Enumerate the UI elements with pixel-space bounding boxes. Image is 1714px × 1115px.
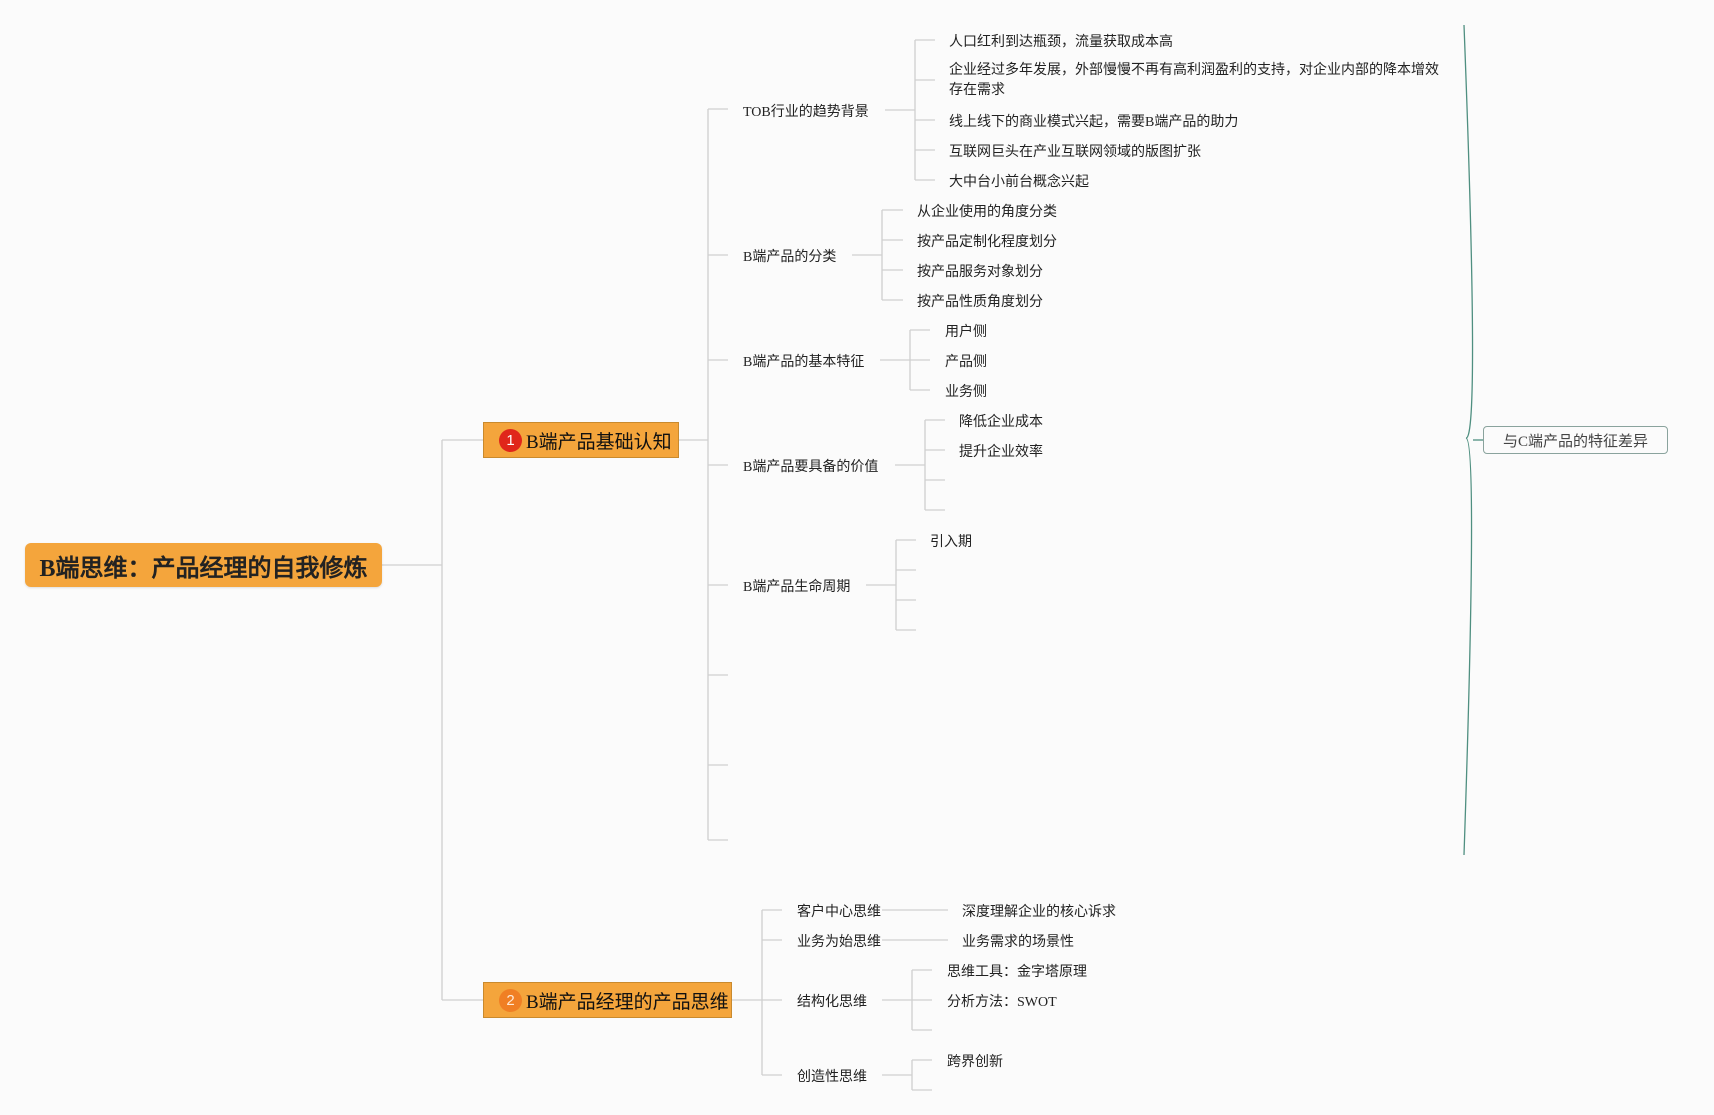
leaf-classify-4[interactable]: 按产品性质角度划分 [917,295,1043,310]
subtopic-value[interactable]: B端产品要具备的价值 [743,460,879,475]
subtopic-features[interactable]: B端产品的基本特征 [743,355,865,370]
leaf-classify-1[interactable]: 从企业使用的角度分类 [917,205,1057,220]
leaf-trend-2[interactable]: 企业经过多年发展，外部慢慢不再有高利润盈利的支持，对企业内部的降本增效存在需求 [949,63,1439,98]
main-topic-thinking-label: B端产品经理的产品思维 [526,991,729,1013]
leaf-features-2[interactable]: 产品侧 [945,355,987,370]
leaf-business-1[interactable]: 业务需求的场景性 [962,935,1074,950]
subtopic-creative[interactable]: 创造性思维 [797,1070,867,1085]
main-topic-basics-label: B端产品基础认知 [526,431,672,453]
root-topic[interactable]: B端思维：产品经理的自我修炼 [25,543,382,587]
root-label: B端思维：产品经理的自我修炼 [39,555,368,582]
leaf-creative-1[interactable]: 跨界创新 [947,1055,1003,1070]
summary-c-end-difference[interactable]: 与C端产品的特征差异 [1483,426,1668,454]
leaf-trend-1[interactable]: 人口红利到达瓶颈，流量获取成本高 [949,35,1173,50]
leaf-classify-2[interactable]: 按产品定制化程度划分 [917,235,1057,250]
main-topic-thinking[interactable]: 2 B端产品经理的产品思维 [483,982,732,1018]
subtopic-business[interactable]: 业务为始思维 [797,935,881,950]
leaf-customer-1[interactable]: 深度理解企业的核心诉求 [962,905,1116,920]
subtopic-lifecycle[interactable]: B端产品生命周期 [743,580,851,595]
leaf-classify-3[interactable]: 按产品服务对象划分 [917,265,1043,280]
leaf-trend-4[interactable]: 互联网巨头在产业互联网领域的版图扩张 [949,145,1201,160]
priority-1-icon: 1 [499,428,522,452]
subtopic-structure[interactable]: 结构化思维 [797,995,867,1010]
leaf-value-1[interactable]: 降低企业成本 [959,415,1043,430]
leaf-value-2[interactable]: 提升企业效率 [959,445,1043,460]
subtopic-classify[interactable]: B端产品的分类 [743,250,837,265]
subtopic-customer[interactable]: 客户中心思维 [797,905,881,920]
subtopic-trend[interactable]: TOB行业的趋势背景 [743,105,869,120]
leaf-trend-5[interactable]: 大中台小前台概念兴起 [949,175,1089,190]
leaf-trend-3[interactable]: 线上线下的商业模式兴起，需要B端产品的助力 [949,115,1239,130]
leaf-structure-2[interactable]: 分析方法：SWOT [947,995,1057,1010]
leaf-features-3[interactable]: 业务侧 [945,385,987,400]
leaf-structure-1[interactable]: 思维工具：金字塔原理 [947,965,1087,980]
priority-2-icon: 2 [499,988,522,1012]
leaf-features-1[interactable]: 用户侧 [945,325,987,340]
leaf-lifecycle-1[interactable]: 引入期 [930,535,972,550]
main-topic-basics[interactable]: 1 B端产品基础认知 [483,422,679,458]
